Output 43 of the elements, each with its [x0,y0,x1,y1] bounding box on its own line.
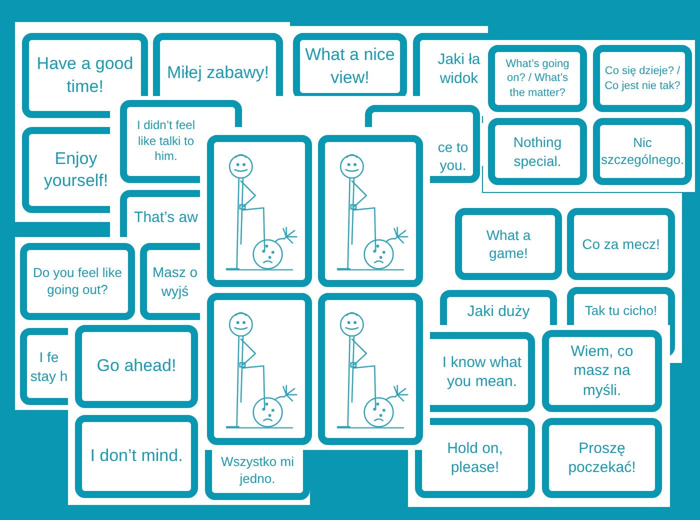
flashcard [488,118,587,185]
card-text: Jaki duży [467,302,530,322]
flashcard [567,208,675,280]
card-text: That’s aw [134,208,198,228]
card-text: I didn’t feel like talki to him. [136,118,196,165]
flashcard [22,33,148,118]
flashcard [542,330,662,412]
card-text: Jaki ła widok [436,50,482,88]
card-text: What’s going on? / What’s the matter? [504,57,570,100]
card-text: Proszę poczekać! [567,438,637,478]
card-text: I know what you mean. [441,352,523,392]
flashcard [488,45,587,112]
picture-card [207,293,312,445]
picture-card [318,293,423,445]
card-text: Wszystko mi jedno. [220,454,295,488]
card-text: I don’t mind. [90,445,183,468]
card-text: Co się dzieje? / Co jest nie tak? [604,64,681,93]
flashcard [20,243,135,320]
flashcard [542,418,662,498]
card-text: Hold on, please! [446,438,504,478]
card-text: Miłej zabawy! [166,62,270,84]
card-text: Enjoy yourself! [42,148,110,192]
card-text: Do you feel like going out? [32,264,123,298]
card-text: Masz o wyjś [151,263,199,300]
flashcard [593,45,692,112]
card-text: Wiem, co masz na myśli. [570,342,634,400]
card-text: What a nice view! [304,44,396,88]
picture-card [207,135,312,287]
picture-card [318,135,423,287]
card-text: Nothing special. [512,133,563,170]
flashcard [455,208,562,280]
card-text: Go ahead! [96,355,176,378]
card-text: Have a good time! [36,53,134,98]
flashcard [593,118,692,185]
card-text: I fe stay h [29,348,69,385]
card-text: What a game! [485,226,532,262]
card-text: Co za mecz! [582,234,660,254]
card-text: Tak tu cicho! [584,302,658,320]
card-text: Nic szczególnego. [600,134,684,168]
flashcard [75,415,198,498]
card-text: ce to you. [436,138,470,174]
flashcard [415,418,535,498]
flashcard [75,325,198,408]
